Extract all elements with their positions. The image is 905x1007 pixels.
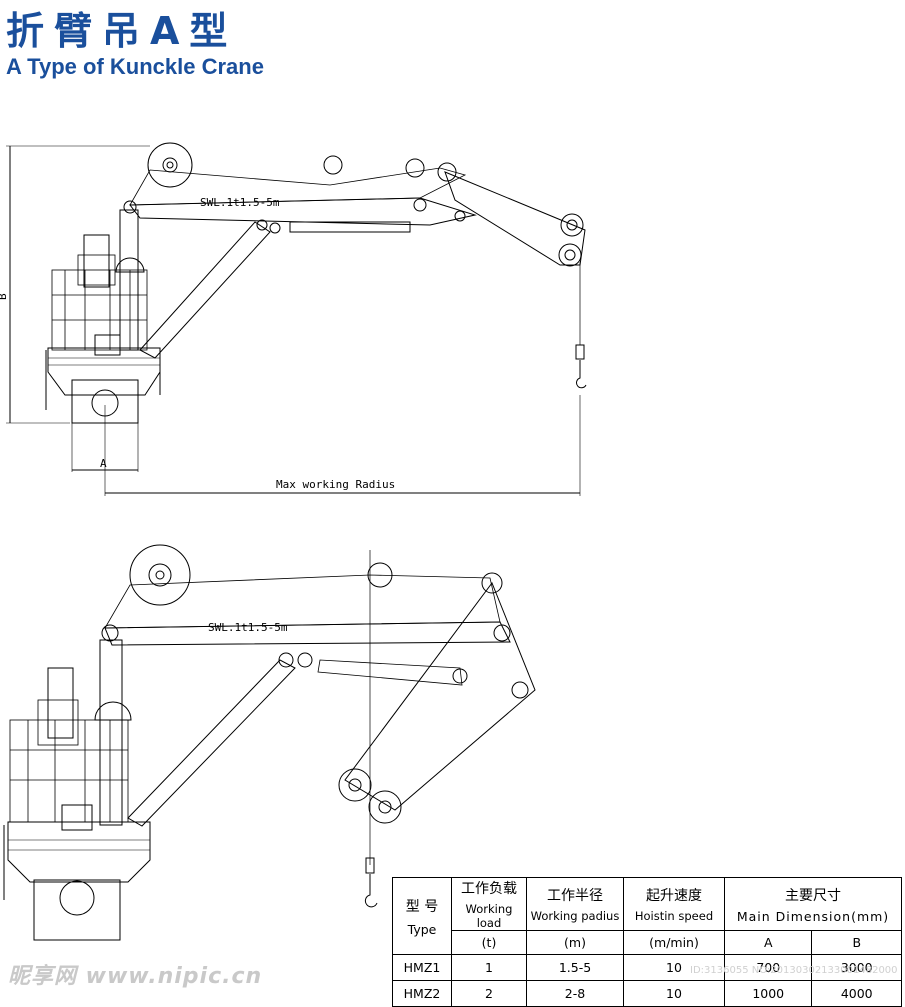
header-dimension: 主要尺寸 Main Dimension(mm) — [724, 877, 902, 931]
hook-2 — [364, 874, 378, 908]
slew-base — [47, 347, 161, 396]
header-type: 型 号 Type — [392, 877, 452, 955]
pedestal-2 — [33, 879, 121, 941]
knuckle-cylinder — [289, 221, 411, 233]
dim-b-label: B — [0, 293, 9, 300]
main-boom — [129, 197, 477, 226]
table-row: HMZ2 2 2-8 10 1000 4000 — [392, 980, 902, 1007]
main-boom-2 — [104, 621, 511, 646]
radius-label: Max working Radius — [276, 478, 395, 491]
boom-pivot — [123, 200, 137, 214]
crane-column — [119, 209, 139, 351]
dim-a-label: A — [100, 457, 107, 470]
pedestal — [71, 379, 139, 424]
header-radius: 工作半径 Working padius — [526, 877, 624, 931]
pedestal-hole — [91, 389, 119, 417]
title-chinese: 折臂吊A型 — [6, 9, 238, 53]
jib-arm — [444, 171, 586, 266]
luffing-cylinder-2 — [127, 659, 296, 827]
operator-cab-2 — [94, 701, 132, 721]
winch-motor-2 — [47, 667, 74, 739]
slew-base-2 — [7, 821, 151, 883]
hook-1 — [576, 360, 587, 389]
header-dim-b: B — [811, 930, 902, 955]
luffing-cylinder — [139, 221, 271, 359]
unit-radius: (m) — [526, 930, 624, 955]
winch-drum — [147, 142, 193, 188]
table-row: HMZ1 1 1.5-5 10 700 3000 — [392, 954, 902, 981]
crane-drawing-1: B A Max working Radius — [0, 142, 587, 496]
spec-table: 型 号 Type 工作负载 Working load 工作半径 Working … — [392, 877, 902, 1007]
railing — [51, 269, 148, 351]
header-speed: 起升速度 Hoistin speed — [623, 877, 725, 931]
railing-2 — [9, 719, 129, 823]
operator-cab — [115, 257, 145, 273]
winch-motor — [83, 234, 110, 288]
slew-drive — [94, 334, 121, 356]
watermark-id: ID:3136055 NO:20130302133001482000 — [690, 965, 898, 976]
swl-label-2: SWL.1t1.5-5m — [208, 621, 288, 634]
header-dim-a: A — [723, 930, 813, 955]
watermark-logo: 昵享网 www.nipic.cn — [8, 964, 263, 989]
swl-label-1: SWL.1t1.5-5m — [200, 196, 280, 209]
title-english: A Type of Kunckle Crane — [6, 54, 264, 79]
winch-drum-2 — [129, 544, 191, 606]
unit-load: (t) — [451, 930, 527, 955]
header-load: 工作负载 Working load — [451, 877, 527, 931]
crane-drawing-2: SWL.1t1.5-5m — [3, 544, 536, 941]
jib-arm-2 — [344, 581, 536, 811]
crane-column-2 — [99, 639, 123, 826]
unit-speed: (m/min) — [623, 930, 725, 955]
